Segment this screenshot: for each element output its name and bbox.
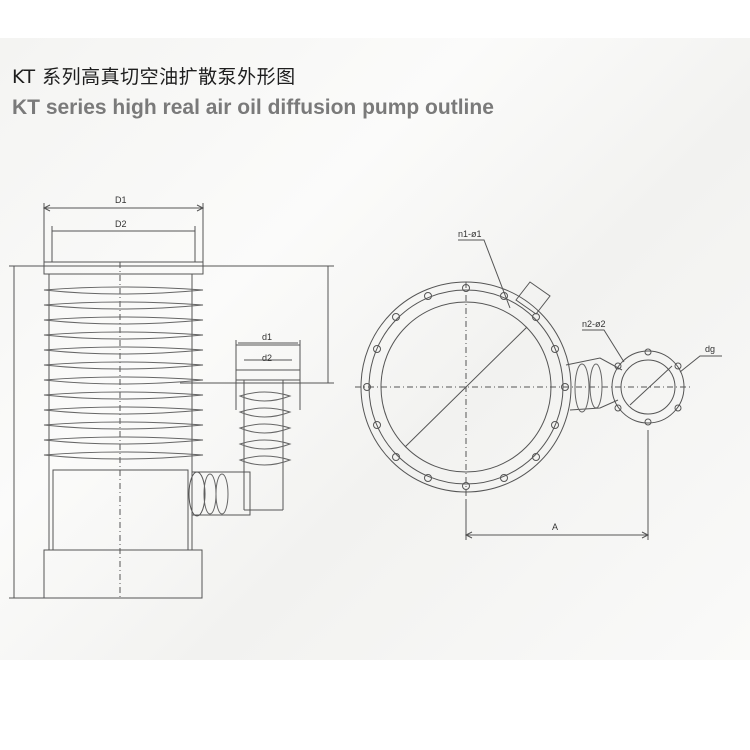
side-view	[9, 203, 334, 600]
top-view	[355, 239, 722, 540]
title-chinese: KT 系列高真切空油扩散泵外形图	[12, 66, 296, 88]
drawing-sheet	[0, 38, 750, 660]
label-port-inner: d2	[262, 353, 272, 363]
label-port-outer: d1	[262, 332, 272, 342]
title-english: KT series high real air oil diffusion pu…	[12, 96, 494, 119]
label-main-holes: n1-ø1	[458, 229, 482, 239]
label-d1-outer: D1	[115, 195, 127, 205]
label-offset-a: A	[552, 522, 558, 532]
cooling-coil	[43, 286, 204, 460]
label-port-holes: n2-ø2	[582, 319, 606, 329]
label-d2-inner: D2	[115, 219, 127, 229]
label-port-bore: dg	[705, 344, 715, 354]
